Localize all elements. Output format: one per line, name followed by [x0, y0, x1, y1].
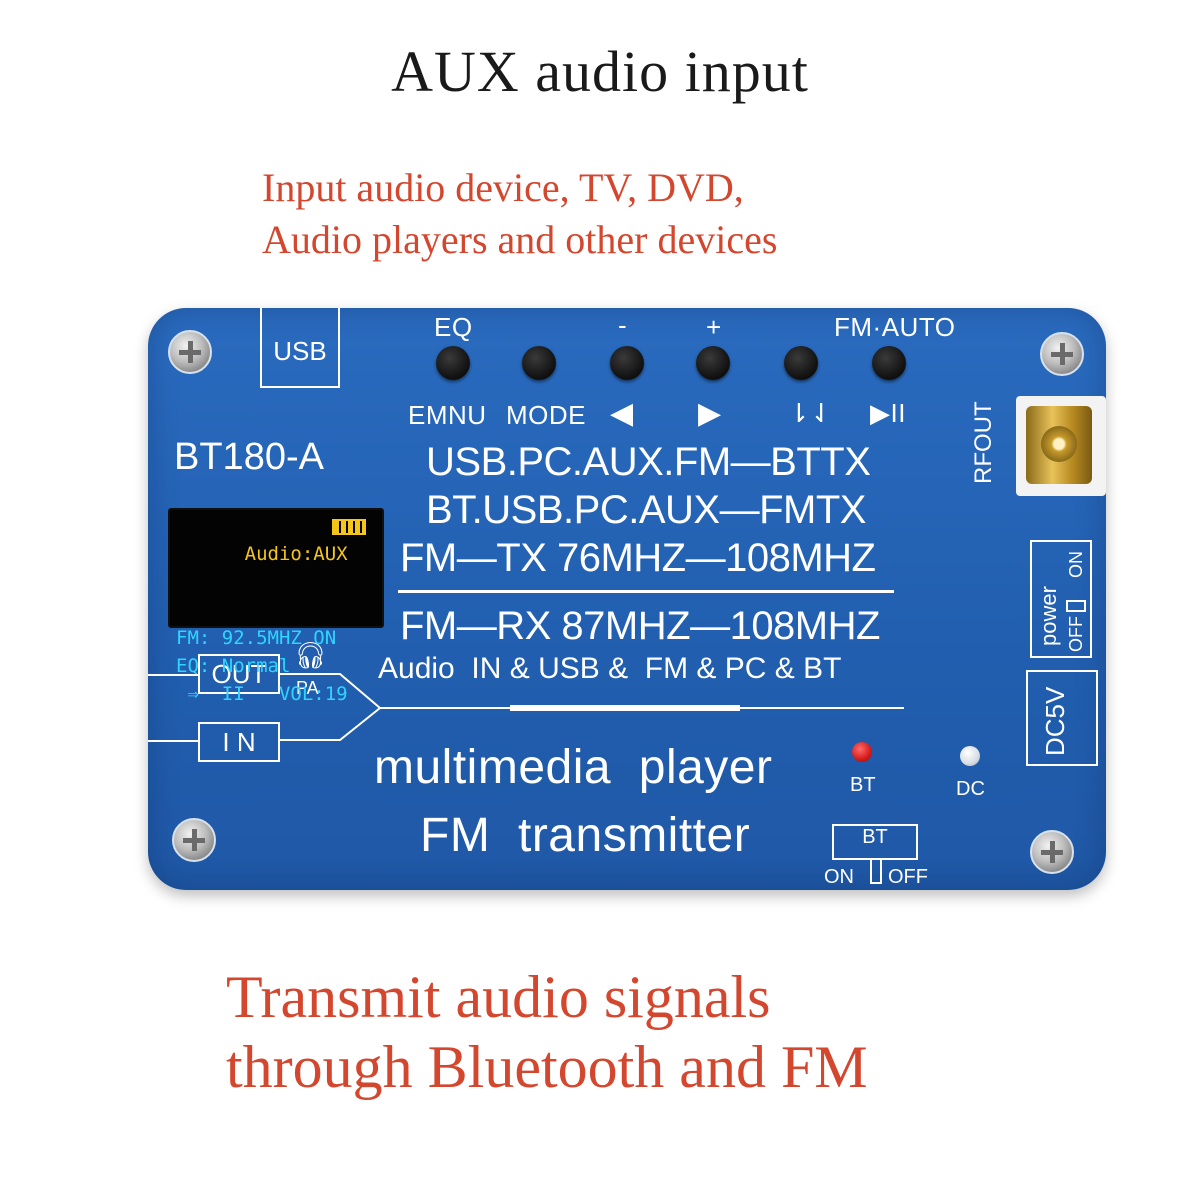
screw-top-right-icon	[1040, 332, 1084, 376]
rf-connector-housing	[1016, 396, 1106, 496]
product-line-2: FM transmitter	[420, 809, 751, 862]
page-title: AUX audio input	[391, 39, 809, 104]
fm-auto-label: FM·AUTO	[834, 312, 956, 342]
bt-led-label: BT	[850, 774, 876, 796]
play-pause-icon: ▶II	[870, 398, 906, 428]
screen-line-4: ⇒ II VOL:19	[176, 683, 348, 705]
dc-led-icon	[960, 746, 980, 766]
bt-switch-off: OFF	[888, 866, 928, 888]
power-switch-label: power	[1036, 586, 1061, 646]
repeat-button[interactable]	[784, 346, 818, 380]
play-pause-button[interactable]	[872, 346, 906, 380]
bt-switch-label: BT	[862, 826, 888, 848]
power-switch-off: OFF	[1066, 616, 1086, 652]
rfout-label: RFOUT	[970, 401, 997, 484]
spec-line-1: USB.PC.AUX.FM—BTTX	[426, 440, 871, 484]
bt-switch-toggle	[870, 860, 882, 884]
screen-line-3: EQ: Normal	[176, 655, 291, 677]
in-jack: I N	[198, 722, 280, 762]
dc5v-port: DC5V	[1026, 670, 1098, 766]
bt-switch[interactable]: BT	[832, 824, 918, 860]
power-switch-toggle	[1066, 600, 1086, 612]
subtitle-line-1: Input audio device, TV, DVD,	[262, 165, 744, 210]
pa-label: PA	[296, 678, 319, 698]
screen-source: Audio:AUX	[244, 543, 348, 565]
repeat-icon: ⇂⇃	[788, 398, 833, 428]
minus-button[interactable]	[610, 346, 644, 380]
sma-connector-icon	[1026, 406, 1092, 484]
screw-top-left-icon	[168, 330, 212, 374]
bottom-caption-line-1: Transmit audio signals	[226, 964, 771, 1030]
eq-label: EQ	[434, 312, 473, 342]
subtitle: Input audio device, TV, DVD, Audio playe…	[262, 162, 1022, 266]
out-cable	[148, 674, 198, 676]
power-switch-on: ON	[1066, 551, 1086, 578]
out-jack: OUT	[198, 654, 280, 694]
pcb-board: USB EQ - + FM·AUTO EMNU MODE ◀ ▶ ⇂⇃ ▶II …	[148, 308, 1106, 890]
spec-line-3: FM—TX 76MHZ—108MHZ	[400, 536, 876, 580]
minus-label: -	[618, 310, 628, 340]
product-line-1: multimedia player	[374, 741, 773, 794]
plus-button[interactable]	[696, 346, 730, 380]
dc-led-label: DC	[956, 778, 985, 800]
signal-traces	[280, 673, 904, 741]
inputs-line: Audio IN & USB & FM & PC & BT	[378, 652, 842, 685]
mode-button[interactable]	[522, 346, 556, 380]
plus-label: +	[706, 312, 722, 342]
spec-line-2: BT.USB.PC.AUX—FMTX	[426, 488, 866, 532]
screen-line-1: Audio:AUX	[176, 512, 376, 624]
menu-label: EMNU	[408, 400, 487, 430]
model-label: BT180-A	[174, 436, 324, 478]
screw-bottom-right-icon	[1030, 830, 1074, 874]
dc5v-label: DC5V	[1040, 686, 1070, 756]
usb-port: USB	[260, 308, 340, 388]
prev-icon: ◀	[610, 397, 634, 430]
screw-bottom-left-icon	[172, 818, 216, 862]
usb-label: USB	[273, 336, 327, 366]
bt-switch-on: ON	[824, 866, 854, 888]
battery-icon	[332, 519, 366, 535]
bottom-caption-line-2: through Bluetooth and FM	[226, 1034, 868, 1100]
mode-label: MODE	[506, 400, 586, 430]
power-switch[interactable]: power ON OFF	[1030, 540, 1092, 658]
spec-divider	[398, 590, 894, 593]
eq-button[interactable]	[436, 346, 470, 380]
next-icon: ▶	[698, 397, 722, 430]
bottom-caption: Transmit audio signals through Bluetooth…	[226, 962, 1126, 1102]
headphone-icon: 🎧︎	[294, 640, 328, 670]
in-cable	[148, 740, 198, 742]
bt-led-icon	[852, 742, 872, 762]
screen-line-2: FM: 92.5MHZ ON	[176, 627, 337, 649]
subtitle-line-2: Audio players and other devices	[262, 217, 778, 262]
spec-line-4: FM—RX 87MHZ—108MHZ	[400, 604, 880, 648]
oled-screen: Audio:AUX FM: 92.5MHZ ON EQ: Normal ⇒ II…	[168, 508, 384, 705]
